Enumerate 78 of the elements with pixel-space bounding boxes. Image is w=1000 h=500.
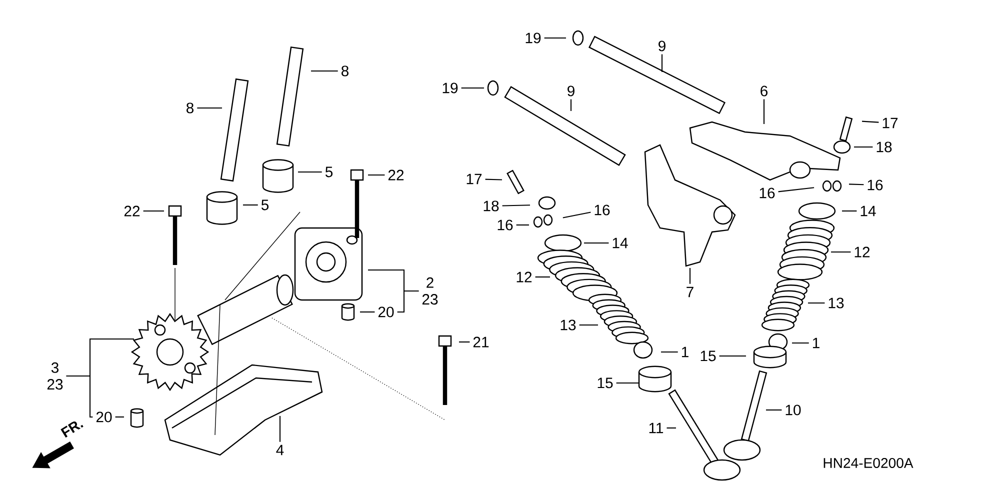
callout-number: 1 (812, 338, 820, 348)
callout-number: 10 (786, 404, 801, 416)
callout-number: 8 (342, 66, 349, 76)
leader-line (368, 174, 385, 176)
callout-number: 5 (325, 166, 333, 178)
leader-line (143, 210, 164, 212)
leader-line (766, 409, 782, 411)
leader-line (311, 70, 338, 72)
callout-number: 22 (388, 170, 404, 180)
callout-number: 9 (568, 86, 574, 96)
leader-line (808, 302, 825, 304)
leader-line (854, 146, 873, 148)
leader-line (459, 341, 470, 343)
drawing-code: HN24-E0200A (824, 458, 914, 468)
callout-number: 18 (484, 200, 499, 212)
leader-line (115, 416, 124, 418)
leader-line (584, 242, 609, 244)
callout-number: 14 (612, 238, 628, 248)
leader-line (360, 311, 375, 313)
callout-number: 22 (124, 206, 140, 216)
callout-number: 13 (560, 320, 576, 330)
leader-line (516, 224, 529, 226)
leader-line (562, 212, 591, 218)
leader-line (197, 107, 222, 109)
leader-line (792, 342, 809, 344)
leader-line (778, 187, 814, 192)
leader-line (397, 290, 419, 313)
callout-number: 7 (686, 286, 694, 298)
callout-number: 20 (96, 412, 112, 422)
leader-line (666, 427, 676, 429)
leader-line (544, 37, 566, 39)
callout-number: 2 23 (422, 277, 438, 305)
leader-line (661, 351, 678, 353)
leader-line (616, 382, 639, 384)
callout-number: 11 (649, 422, 664, 434)
callout-number: 13 (828, 298, 844, 308)
leader-line (461, 87, 484, 89)
leader-line (502, 204, 530, 206)
callout-number: 18 (876, 142, 892, 152)
callout-number: 9 (658, 40, 666, 52)
leader-line (848, 184, 864, 186)
callout-number: 16 (498, 220, 513, 230)
leader-line (279, 416, 281, 442)
callout-number: 1 (682, 346, 688, 358)
callout-number: 6 (760, 86, 768, 96)
callout-number: 17 (882, 118, 898, 128)
callout-number: 19 (442, 82, 458, 94)
leader-line (689, 268, 691, 284)
leader-line (661, 54, 663, 72)
leader-line (570, 99, 572, 111)
direction-label: FR. (60, 421, 84, 438)
leader-line (298, 171, 322, 173)
leader-line (579, 324, 598, 326)
leader-line (485, 178, 502, 180)
callout-number: 12 (516, 272, 532, 282)
callout-number: 4 (276, 444, 284, 456)
leader-line (862, 120, 879, 123)
leader-line (719, 355, 746, 357)
callout-number: 15 (700, 350, 716, 362)
leader-line (66, 375, 93, 418)
callout-number: 8 (186, 102, 194, 114)
callout-number: 16 (594, 204, 610, 216)
leader-line (763, 99, 765, 124)
callout-number: 20 (378, 306, 394, 318)
leader-line (535, 276, 550, 278)
callout-number: 19 (526, 32, 541, 44)
callout-number: 12 (854, 246, 870, 258)
callout-number: 21 (473, 336, 489, 348)
callout-number: 15 (598, 378, 613, 388)
callout-number: 5 (261, 200, 269, 210)
leader-line (842, 210, 857, 212)
callout-number: 3 23 (47, 362, 63, 390)
leader-line (243, 204, 258, 206)
callout-number: 14 (860, 206, 876, 216)
callout-number: 16 (760, 188, 775, 198)
callout-number: 17 (466, 174, 482, 184)
callout-number: 16 (868, 180, 883, 190)
leader-line (831, 251, 851, 253)
